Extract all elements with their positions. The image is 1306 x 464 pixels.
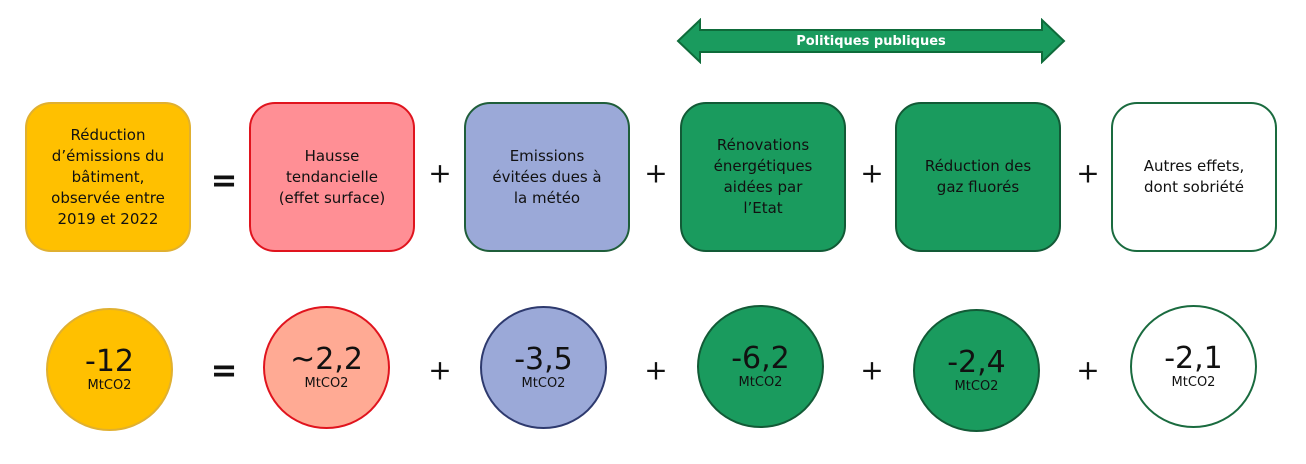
politiques-publiques-label: Politiques publiques: [796, 33, 946, 49]
plus-operator: +: [644, 353, 668, 387]
equals-operator: =: [210, 161, 238, 199]
value-number: -2,1: [1164, 340, 1223, 376]
box-total-reduction: Réduction d’émissions du bâtiment, obser…: [25, 102, 191, 252]
value-unit: MtCO2: [1171, 374, 1216, 390]
box-label: Hausse tendancielle (effet surface): [278, 146, 386, 207]
box-hausse-tendancielle: Hausse tendancielle (effet surface): [249, 102, 415, 252]
value-number: -12: [85, 343, 134, 379]
plus-operator: +: [1076, 353, 1100, 387]
value-number: -3,5: [514, 341, 573, 377]
box-label: Réduction des gaz fluorés: [924, 157, 1032, 196]
plus-operator: +: [428, 353, 452, 387]
plus-operator: +: [1076, 156, 1100, 190]
box-label: Réduction d’émissions du bâtiment, obser…: [51, 125, 165, 228]
value-number: ~2,2: [290, 341, 363, 377]
box-meteo: Emissions évitées dues à la météo: [464, 102, 630, 252]
value-unit: MtCO2: [954, 378, 999, 394]
plus-operator: +: [860, 353, 884, 387]
plus-operator: +: [644, 156, 668, 190]
box-label: Autres effets, dont sobriété: [1143, 157, 1245, 196]
value-number: -2,4: [947, 344, 1006, 380]
value-number: -6,2: [731, 340, 790, 376]
double-arrow-icon: [676, 18, 1066, 64]
box-gaz-fluores: Réduction des gaz fluorés: [895, 102, 1061, 252]
box-label: Emissions évitées dues à la météo: [492, 146, 602, 207]
box-renovations: Rénovations énergétiques aidées par l’Et…: [680, 102, 846, 252]
value-unit: MtCO2: [738, 374, 783, 390]
value-unit: MtCO2: [521, 375, 566, 391]
box-autres-effets: Autres effets, dont sobriété: [1111, 102, 1277, 252]
value-unit: MtCO2: [304, 375, 349, 391]
plus-operator: +: [428, 156, 452, 190]
equals-operator: =: [210, 351, 238, 389]
value-unit: MtCO2: [87, 377, 132, 393]
box-label: Rénovations énergétiques aidées par l’Et…: [713, 136, 813, 217]
plus-operator: +: [860, 156, 884, 190]
